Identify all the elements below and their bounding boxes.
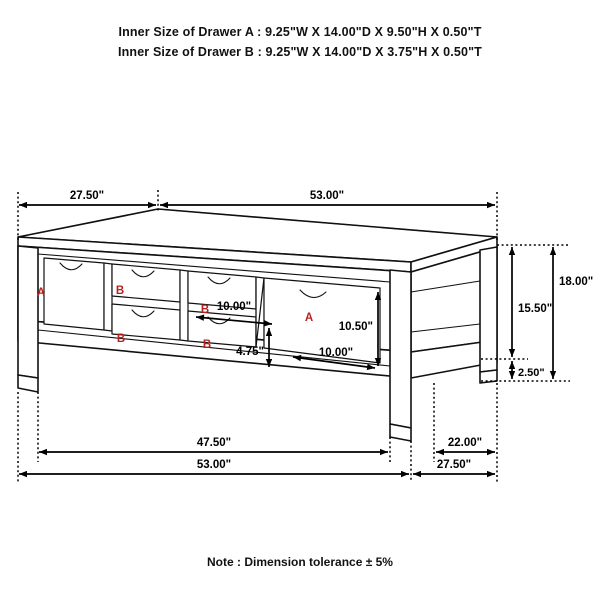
leg-rear-right: [479, 246, 498, 373]
drawer-label-b-col1-top: B: [116, 285, 124, 297]
leg-front-left-foot: [17, 374, 39, 393]
drawer-a-left-front: [43, 257, 105, 331]
dim-53-00-bottom-text: 53.00": [197, 459, 231, 471]
dim-drawer-a-width-text: 10.00": [319, 347, 353, 359]
drawer-b-col1-top-handle-icon: [131, 269, 155, 278]
inner-size-drawer-a-text: Inner Size of Drawer A : 9.25"W X 14.00"…: [118, 25, 482, 39]
drawer-divider-post-2: [179, 269, 189, 342]
dim-27-50-top-text: 27.50": [70, 190, 104, 202]
dim-drawer-b-height-text: 4.75": [236, 346, 264, 358]
dim-drawer-a-width-line: [292, 354, 376, 371]
top-dimension-group: 27.50" 53.00": [17, 190, 498, 240]
drawer-label-a-left: A: [37, 287, 45, 299]
dim-2-50-text: 2.50": [518, 367, 545, 379]
drawer-label-b-col2-bottom: B: [203, 339, 211, 351]
drawer-b-col1-bottom-handle-icon: [131, 309, 155, 318]
leg-rear-right-foot: [479, 369, 498, 384]
dim-drawer-a-height-text: 10.50": [339, 321, 373, 333]
dim-drawer-b-width-text: 10.00": [217, 301, 251, 313]
drawer-a-right-handle-icon: [299, 289, 327, 299]
drawer-label-group: A B B B B A: [37, 285, 313, 351]
drawer-label-b-col1-bottom: B: [117, 333, 125, 345]
tolerance-note: Note : Dimension tolerance ± 5%: [207, 555, 393, 569]
dim-47-50-text: 47.50": [197, 437, 231, 449]
interior-dimension-group: 10.00" 4.75" 10.50" 10.00": [195, 292, 382, 371]
right-panel-inner-line: [410, 280, 481, 333]
drawer-divider-post-1: [103, 262, 113, 332]
drawer-label-a-right: A: [305, 312, 313, 324]
dim-drawer-b-width-line: [195, 314, 273, 327]
drawer-b-col2-top-handle-icon: [207, 276, 231, 285]
dim-18-00-text: 18.00": [559, 276, 593, 288]
dim-22-00-text: 22.00": [448, 437, 482, 449]
dim-27-50-bottom-text: 27.50": [437, 459, 471, 471]
dim-53-00-top-text: 53.00": [310, 190, 344, 202]
leg-front-right: [389, 269, 412, 429]
drawer-label-b-col2-top: B: [201, 304, 209, 316]
table-top-back-ridge: [17, 208, 498, 238]
coffee-table-illustration: [17, 208, 498, 442]
leg-front-left: [17, 245, 39, 379]
drawer-a-left-handle-icon: [59, 262, 83, 271]
bottom-dimension-group: 47.50" 22.00" 53.00" 27.50": [17, 383, 498, 482]
inner-size-drawer-b-text: Inner Size of Drawer B : 9.25"W X 14.00"…: [118, 45, 482, 59]
right-dimension-group: 15.50" 18.00" 2.50": [481, 244, 593, 382]
dim-15-50-text: 15.50": [518, 303, 552, 315]
